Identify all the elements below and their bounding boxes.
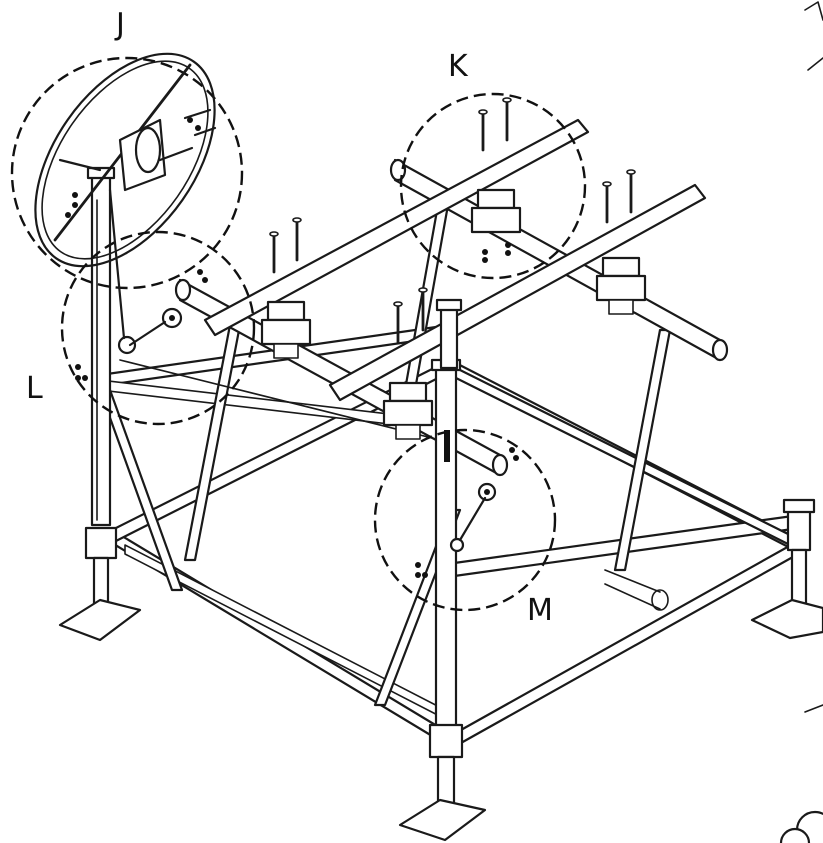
- pulley-block: [117, 335, 137, 355]
- post-left: [58, 166, 142, 642]
- front-cross-tube-end: [174, 278, 192, 302]
- detail-circle-j: [10, 56, 244, 290]
- detail-k: K: [399, 49, 587, 280]
- edge-fragments: [779, 1, 823, 843]
- detail-m-pulley: M: [373, 428, 557, 628]
- base-roller-end: [651, 589, 669, 611]
- bunks: [203, 118, 707, 402]
- foot-pad-right: [750, 598, 823, 640]
- nut: [482, 249, 488, 255]
- winch-wheel: [34, 52, 216, 268]
- base-rail-front-right: [450, 538, 802, 750]
- post-right: [750, 498, 823, 640]
- bracket-front-left: [260, 300, 312, 359]
- detail-circle-k: [399, 92, 587, 280]
- foot-pad-left: [58, 598, 142, 642]
- post-front: [398, 358, 487, 842]
- callout-label-l: L: [26, 371, 43, 406]
- pulley-block: [449, 537, 465, 553]
- detail-circle-m: [373, 428, 557, 612]
- winch-cable: [108, 188, 126, 340]
- foot-pad-front: [398, 798, 487, 842]
- detail-l-pulley: L: [26, 188, 256, 426]
- bracket-back-left: [470, 188, 522, 234]
- detail-j-winch: J: [10, 7, 244, 290]
- bracket-back-right: [595, 256, 647, 315]
- callout-label-j: J: [114, 7, 125, 42]
- detail-circle-l: [60, 230, 256, 426]
- bracket-front-right: [382, 381, 434, 440]
- lift-cable: [119, 359, 441, 441]
- bunk-bolts: [269, 97, 636, 344]
- post-back: [435, 298, 463, 370]
- bunk-brackets: [260, 188, 647, 440]
- winch-drum: [134, 126, 162, 174]
- callout-label-k: K: [448, 49, 469, 84]
- base-roller: [604, 569, 661, 593]
- callout-label-m: M: [527, 593, 553, 628]
